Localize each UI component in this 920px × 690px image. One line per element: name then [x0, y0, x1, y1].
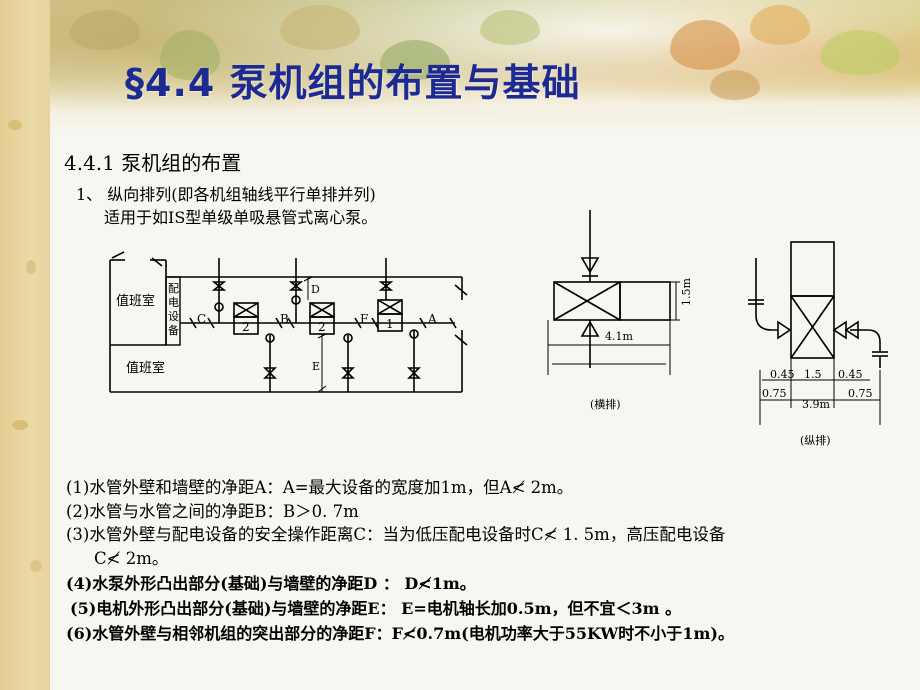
spacing-d-label: D: [311, 283, 320, 296]
vertical-dim-top-3: 0.45: [838, 368, 863, 381]
pump-number-2: 2: [318, 320, 326, 334]
panel-label-1: 配: [168, 282, 179, 295]
vertical-dim-bottom-3: 0.75: [848, 387, 873, 400]
spacing-e-label: E: [312, 360, 320, 373]
decorative-banner: [50, 0, 920, 135]
pump-layout-diagram: 值班室 值班室 配 电 设 备 C B F A D E 2 2 1 4.1m 1…: [109, 210, 888, 447]
horizontal-length-label: 4.1m: [605, 330, 633, 343]
note-3-continued: C≮ 2m。: [94, 549, 169, 568]
item-1-heading: 1、 纵向排列(即各机组轴线平行单排并列): [76, 185, 376, 204]
vertical-arrangement: [748, 241, 888, 425]
item-1-detail: 适用于如IS型单级单吸悬管式离心泵。: [104, 208, 378, 227]
horizontal-height-label: 1.5m: [680, 278, 693, 306]
horizontal-arrangement: [547, 210, 680, 375]
spacing-a-label: A: [427, 312, 437, 326]
decorative-left-strip: [0, 0, 50, 690]
vertical-labels: 0.45 1.5 0.45 0.75 3.9m 0.75 (纵排): [762, 368, 873, 447]
horizontal-caption: (横排): [590, 397, 621, 411]
note-6: (6)水管外壁与相邻机组的突出部分的净距F：F≮0.7m(电机功率大于55KW时…: [66, 624, 734, 643]
vertical-dim-bottom-2: 3.9m: [802, 398, 830, 411]
plan-view: [109, 251, 468, 393]
vertical-dim-top-1: 0.45: [770, 368, 795, 381]
spacing-c-label: C: [197, 312, 206, 326]
vertical-dim-top-2: 1.5: [804, 368, 822, 381]
spacing-b-label: B: [280, 312, 289, 326]
panel-label-2: 电: [168, 296, 179, 309]
duty-room-top-label: 值班室: [116, 293, 155, 309]
note-4: (4)水泵外形凸出部分(基础)与墙壁的净距D ： D≮1m。: [66, 574, 476, 593]
horizontal-labels: 4.1m 1.5m (横排): [590, 278, 693, 411]
duty-room-bottom-label: 值班室: [126, 360, 165, 376]
section-heading: 4.4.1 泵机组的布置: [64, 151, 242, 175]
page-title: §4.4 泵机组的布置与基础: [125, 61, 581, 105]
panel-label-4: 备: [168, 323, 179, 337]
vertical-dim-bottom-1: 0.75: [762, 387, 787, 400]
plan-labels: 值班室 值班室 配 电 设 备 C B F A D E 2 2 1: [116, 282, 437, 376]
note-5: (5)电机外形凸出部分(基础)与墙壁的净距E： E=电机轴长加0.5m，但不宜＜…: [70, 599, 682, 618]
note-3: (3)水管外壁与配电设备的安全操作距离C：当为低压配电设备时C≮ 1. 5m，高…: [66, 525, 726, 544]
spacing-f-label: F: [360, 312, 368, 326]
note-1: (1)水管外壁和墙壁的净距A：A=最大设备的宽度加1m，但A≮ 2m。: [66, 478, 574, 497]
note-2: (2)水管与水管之间的净距B：B＞0. 7m: [66, 502, 359, 521]
vertical-caption: (纵排): [800, 433, 831, 447]
pump-number-3: 1: [386, 317, 394, 331]
pump-number-1: 2: [242, 320, 250, 334]
panel-label-3: 设: [168, 310, 179, 323]
